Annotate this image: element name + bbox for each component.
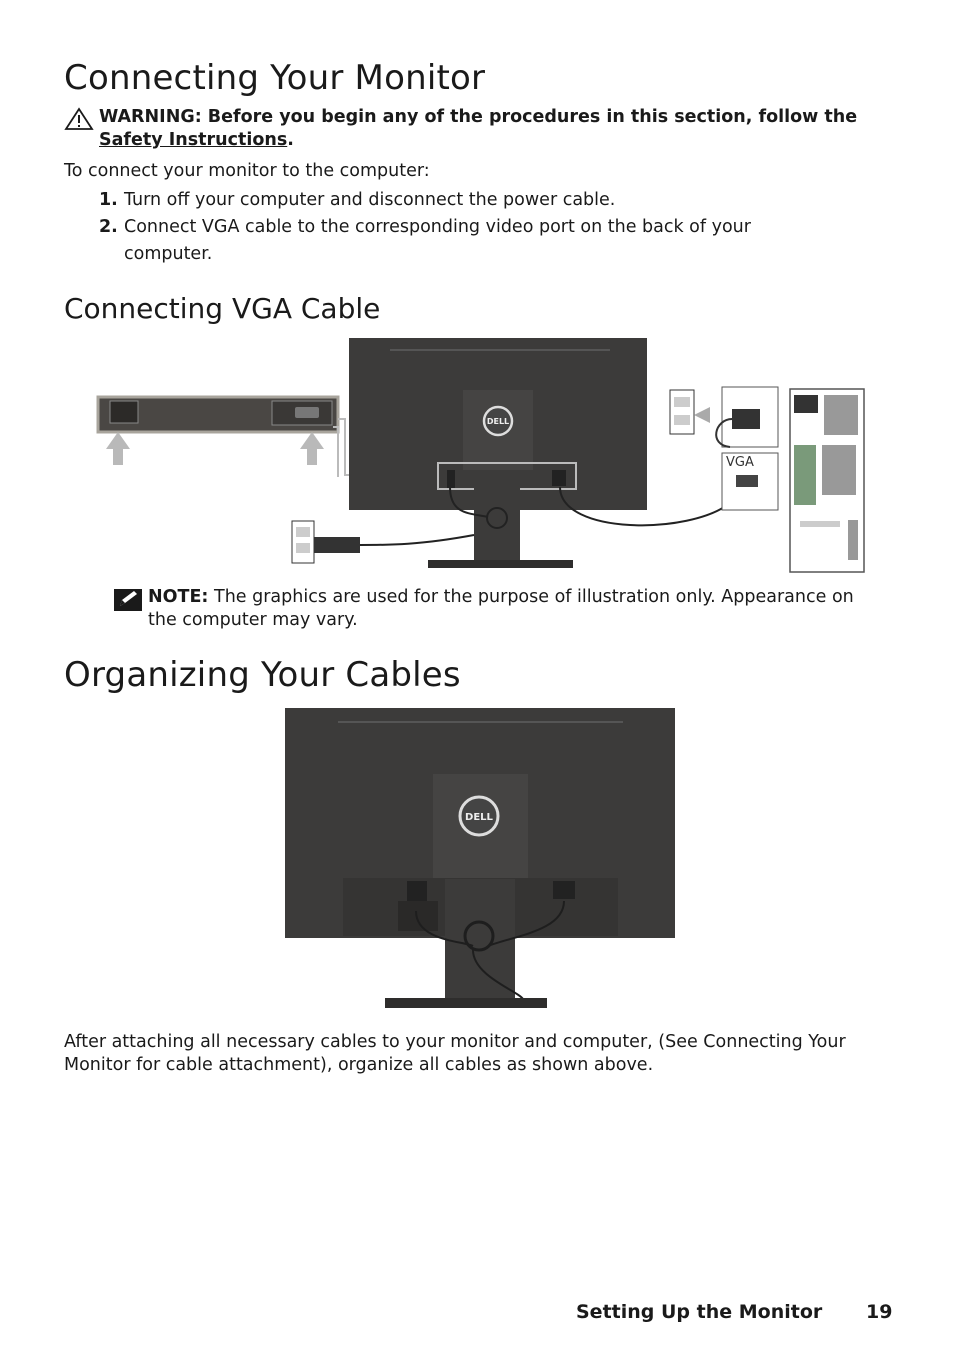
note-label: NOTE: <box>148 587 209 607</box>
dell-logo-large: DELL <box>465 812 494 823</box>
footer-section-title: Setting Up the Monitor <box>576 1301 823 1323</box>
page-title: Connecting Your Monitor <box>64 58 486 98</box>
warning-label: WARNING: <box>99 107 202 127</box>
organize-body-text: After attaching all necessary cables to … <box>64 1032 846 1075</box>
step-item: 1. Turn off your computer and disconnect… <box>99 190 616 210</box>
steps-list: 1. Turn off your computer and disconnect… <box>99 187 819 268</box>
section-heading-cables: Organizing Your Cables <box>64 655 461 695</box>
vga-connection-diagram: DELL VGA <box>96 338 865 573</box>
step-item: 2. Connect VGA cable to the correspondin… <box>99 217 751 264</box>
warning-text: Before you begin any of the procedures i… <box>207 107 858 127</box>
cable-organizing-illustration: DELL <box>285 708 675 1008</box>
intro-text: To connect your monitor to the computer: <box>64 161 430 181</box>
safety-instructions-link[interactable]: Safety Instructions <box>99 130 288 150</box>
vga-callout-label: VGA <box>726 455 754 470</box>
warning-triangle-icon <box>64 107 94 130</box>
note-text: The graphics are used for the purpose of… <box>148 587 854 630</box>
page-number: 19 <box>866 1301 893 1323</box>
dell-logo: DELL <box>487 417 509 426</box>
warning-block: WARNING: Before you begin any of the pro… <box>64 106 864 152</box>
section-heading-vga: Connecting VGA Cable <box>64 292 381 325</box>
note-block: NOTE: The graphics are used for the purp… <box>113 586 873 632</box>
note-pencil-icon <box>114 589 142 611</box>
